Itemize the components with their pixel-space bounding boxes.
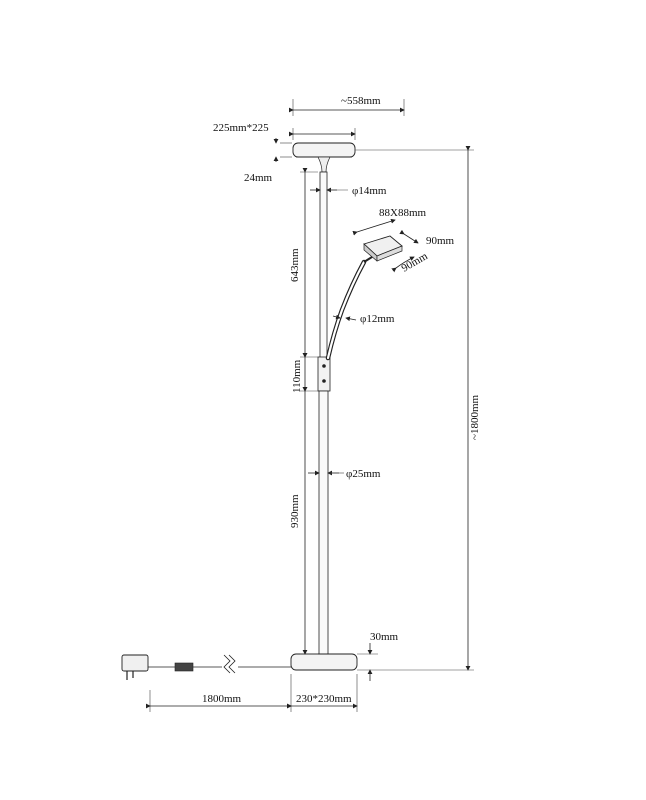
label-head-thickness: 24mm [244, 172, 273, 184]
label-base-thickness: 30mm [370, 631, 399, 643]
power-adapter [121, 654, 149, 672]
dimension-labels: ~558mm 225mm*225 24mm φ14mm 88X88mm 90mm… [202, 95, 481, 705]
label-width-total: ~558mm [341, 95, 381, 107]
label-joint-height: 110mm [291, 359, 303, 393]
label-cable-length: 1800mm [202, 693, 242, 705]
reading-arm [325, 259, 367, 361]
dimension-lines [146, 99, 474, 712]
label-reading-head-rotation: 90mm [400, 250, 431, 275]
label-base-size: 230*230mm [296, 693, 352, 705]
head-neck [317, 156, 331, 173]
reading-head-front [376, 245, 403, 262]
power-cable [121, 654, 291, 680]
label-lower-tube-dia: φ25mm [346, 468, 381, 480]
reading-arm-inner [326, 260, 366, 360]
lower-tube [318, 390, 329, 655]
cable-connector [174, 662, 194, 672]
label-reading-head-depth: 90mm [426, 235, 455, 247]
switch-dot-upper [322, 364, 326, 368]
label-total-height: ~1800mm [469, 394, 481, 440]
lamp-body [290, 142, 403, 671]
joint-block [317, 356, 331, 392]
upper-tube [319, 171, 328, 359]
reading-head-neck [363, 256, 373, 263]
base-plate [290, 653, 358, 671]
label-reading-head-size: 88X88mm [379, 207, 427, 219]
label-lower-length: 930mm [289, 494, 301, 528]
switch-dot-lower [322, 379, 326, 383]
cable-break-mark [223, 654, 236, 674]
label-head-size: 225mm*225 [213, 122, 269, 134]
uplight-head [292, 142, 356, 158]
label-upper-tube-dia: φ14mm [352, 185, 387, 197]
label-upper-length: 643mm [289, 248, 301, 282]
label-arm-dia: φ12mm [360, 313, 395, 325]
